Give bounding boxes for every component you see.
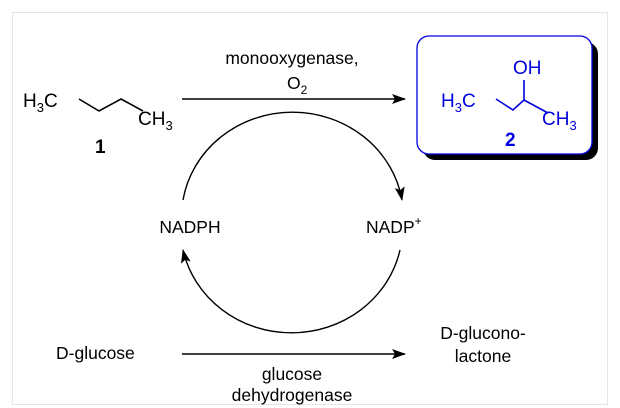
cycle-arc-lower [181, 249, 401, 334]
product-box: OH H3C CH3 2 [416, 35, 598, 160]
product-number: 2 [505, 130, 516, 151]
figure-frame [12, 12, 608, 405]
gluconolactone-label-line1: D-glucono- [440, 323, 526, 343]
glucose-dehydrogenase-line1: glucose [262, 364, 322, 384]
product-box-frame [416, 35, 593, 155]
product-oh-label: OH [513, 58, 542, 79]
gluconolactone-label-line2: lactone [455, 346, 511, 366]
nadp-plus-label: NADP+ [366, 214, 422, 237]
reactant-butane: H3C CH3 1 [23, 91, 173, 158]
cycle-arc-upper [182, 111, 405, 201]
reactant-ch3-label: CH3 [138, 109, 173, 133]
product-bonds [495, 98, 549, 114]
product-ch3-label: CH3 [542, 109, 577, 133]
reactant-number: 1 [95, 137, 106, 158]
reactant-h3c-label: H3C [23, 91, 58, 115]
glucose-dehydrogenase-line2: dehydrogenase [232, 385, 353, 405]
reactant-bonds [78, 98, 144, 112]
product-h3c-label: H3C [441, 91, 476, 115]
monooxygenase-label: monooxygenase, [225, 48, 358, 68]
oxygen-label: O2 [287, 73, 308, 97]
d-glucose-label: D-glucose [56, 343, 135, 363]
nadph-label: NADPH [159, 217, 220, 237]
